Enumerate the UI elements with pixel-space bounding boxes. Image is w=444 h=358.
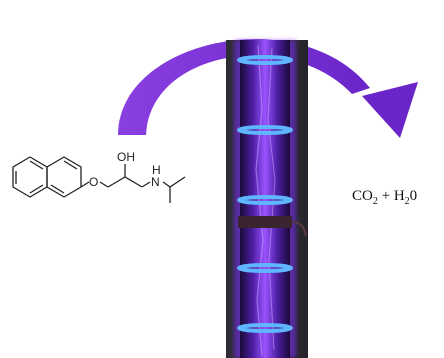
product-formula: CO2 + H20 bbox=[352, 188, 417, 207]
h2o-main: H bbox=[393, 188, 405, 204]
arrow-head bbox=[362, 82, 418, 138]
clamp-wire bbox=[291, 221, 307, 237]
h2o-end: 0 bbox=[409, 188, 418, 204]
reactor-photo bbox=[226, 40, 308, 358]
h2o-subscript: 2 bbox=[404, 196, 410, 207]
led-rings bbox=[237, 55, 293, 333]
tube-texture-2 bbox=[267, 47, 276, 351]
bond-ch2-n bbox=[141, 181, 151, 188]
amine-h-label: H bbox=[152, 163, 161, 177]
double-bond bbox=[29, 184, 44, 194]
bond-n-ch bbox=[162, 181, 171, 188]
bond-isopropyl-up bbox=[169, 176, 186, 188]
bond-ch2-ch bbox=[107, 176, 126, 188]
hydroxyl-label: OH bbox=[117, 150, 135, 164]
double-bond bbox=[29, 160, 44, 170]
amine-n-label: N bbox=[151, 175, 160, 189]
tube-texture bbox=[255, 44, 264, 356]
clamp-band bbox=[238, 216, 292, 228]
ether-oxygen-label: O bbox=[89, 175, 98, 189]
led-ring bbox=[237, 125, 293, 135]
led-ring bbox=[237, 323, 293, 333]
naphthalene-ring-right bbox=[46, 156, 82, 198]
co2-main: CO bbox=[352, 188, 373, 204]
plus-sign: + bbox=[377, 188, 394, 204]
double-bond bbox=[63, 160, 78, 170]
bond-ring-o bbox=[80, 181, 90, 188]
bond-o-ch2 bbox=[99, 181, 109, 188]
co2-subscript: 2 bbox=[372, 196, 378, 207]
led-ring bbox=[237, 263, 293, 273]
led-ring bbox=[237, 195, 293, 205]
double-bond bbox=[50, 184, 65, 194]
molecule-structure bbox=[12, 156, 186, 203]
led-ring bbox=[237, 55, 293, 65]
bond-ch-ch2 bbox=[124, 176, 143, 188]
naphthalene-ring-left bbox=[12, 156, 48, 198]
